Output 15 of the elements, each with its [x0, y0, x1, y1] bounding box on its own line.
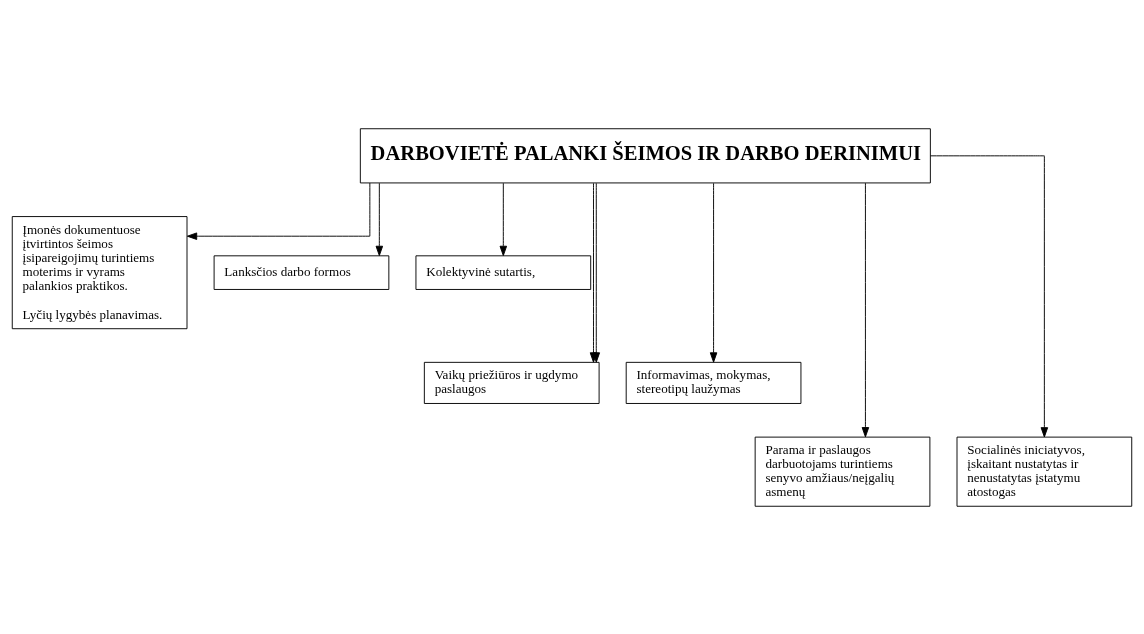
arrow: [186, 182, 371, 240]
node-box: Vaikų priežiūros ir ugdymo paslaugos: [423, 361, 600, 404]
node-box: Informavimas, mokymas, stereotipų laužymas: [625, 361, 802, 404]
node-box: Įmonės dokumentuose įtvirtintos šeimos įsipareigojimų turintiems moterims ir vyrams palankios praktikos. Lyčių lygybės planavimas.: [11, 215, 188, 329]
node-box: Kolektyvinė sutartis,: [415, 254, 592, 290]
node-box: Parama ir paslaugos darbuotojams turintiems senyvo amžiaus/neįgalių asmenų: [754, 436, 931, 507]
arrow: [709, 182, 718, 363]
arrow: [375, 182, 384, 256]
node-box: Lanksčios darbo formos: [213, 254, 390, 290]
arrow: [861, 182, 870, 437]
arrow: [930, 154, 1049, 437]
node-box: Socialinės iniciatyvos, įskaitant nustatytas ir nenustatytas įstatymu atostogas: [956, 436, 1133, 507]
arrow: [592, 182, 601, 363]
arrow: [499, 182, 508, 256]
node-box: DARBOVIETĖ PALANKI ŠEIMOS IR DARBO DERINIMUI: [359, 127, 931, 183]
